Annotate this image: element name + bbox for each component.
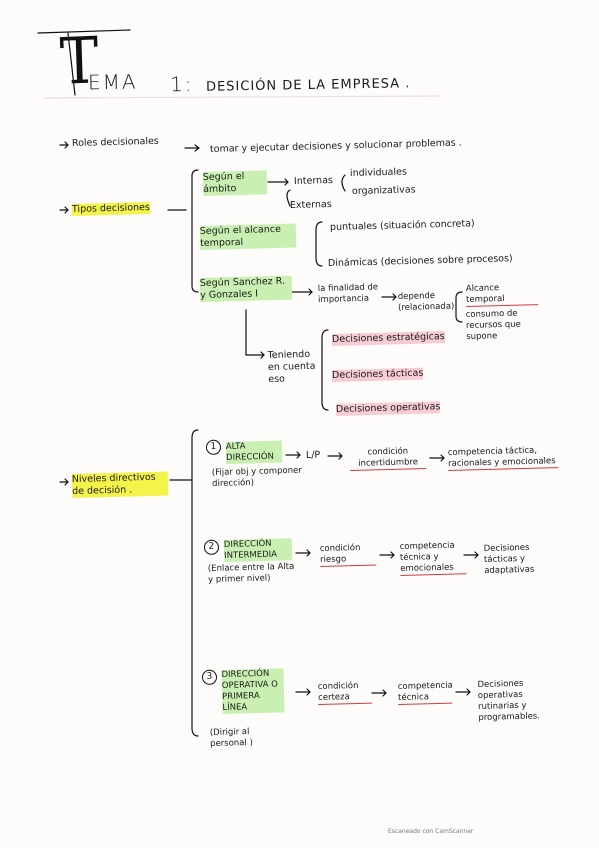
- finalidad: la finalidad de importancia: [317, 282, 379, 305]
- alta-number: 1: [205, 439, 222, 455]
- niveles-label: Niveles directivos de decisión .: [71, 471, 169, 498]
- footer-scanner: Escaneado con CamScanner: [388, 828, 474, 835]
- organizativas: organizativas: [351, 184, 416, 197]
- intermedia-number: 2: [203, 539, 220, 555]
- alcance-temporal: Alcance temporal: [465, 282, 539, 307]
- consumo-recursos: consumo de recursos que supone: [465, 308, 521, 342]
- segun-sanchez-label: Según Sanchez R. y Gonzales I: [199, 275, 293, 302]
- externas: Externas: [289, 198, 332, 211]
- title-rest: EMA: [87, 69, 138, 95]
- operativa-block: 3: [201, 669, 219, 685]
- individuales: individuales: [349, 166, 408, 179]
- depende: depende (relacionada): [397, 291, 455, 313]
- alta-competencia: competencia táctica, racionales y emocio…: [447, 445, 559, 471]
- alta-label: ALTA DIRECCIÓN: [225, 440, 283, 464]
- intermedia-block: 2: [203, 539, 221, 555]
- intermedia-label: DIRECCIÓN INTERMEDIA: [223, 538, 293, 562]
- internas: Internas: [293, 174, 334, 187]
- alta-lp: L/P: [305, 449, 321, 461]
- teniendo-en-cuenta: Teniendo en cuenta eso: [267, 348, 316, 385]
- operativa-condicion: condición certeza: [317, 680, 373, 705]
- title-number: 1:: [169, 71, 194, 97]
- intermedia-condicion: condición riesgo: [319, 542, 377, 567]
- operativa-competencia: competencia técnica: [397, 680, 453, 705]
- segun-alcance-label: Según el alcance temporal: [199, 223, 297, 250]
- intermedia-competencia: competencia técnica y emocionales: [399, 540, 467, 576]
- operativa-number: 3: [201, 669, 218, 685]
- operativa-note: (Dirigir al personal ): [209, 726, 253, 749]
- segun-ambito-label: Según el ámbito: [202, 170, 268, 196]
- operativa-label: DIRECCIÓN OPERATIVA O PRIMERA LÍNEA: [221, 668, 285, 714]
- alta-note: (Fijar obj y componer dirección): [211, 465, 302, 489]
- decision-tactica: Decisiones tácticas: [331, 367, 424, 382]
- tipos-label: Tipos decisiones: [71, 201, 151, 216]
- roles-label: Roles decisionales: [71, 135, 159, 149]
- alta-block: 1: [205, 439, 223, 455]
- intermedia-note: (Enlace entre la Alta y primer nivel): [207, 561, 295, 585]
- operativa-resultado: Decisiones operativas rutinarias y progr…: [477, 678, 541, 723]
- alta-condicion: condición incertidumbre: [349, 446, 427, 471]
- intermedia-resultado: Decisiones tácticas y adaptativas: [483, 542, 535, 576]
